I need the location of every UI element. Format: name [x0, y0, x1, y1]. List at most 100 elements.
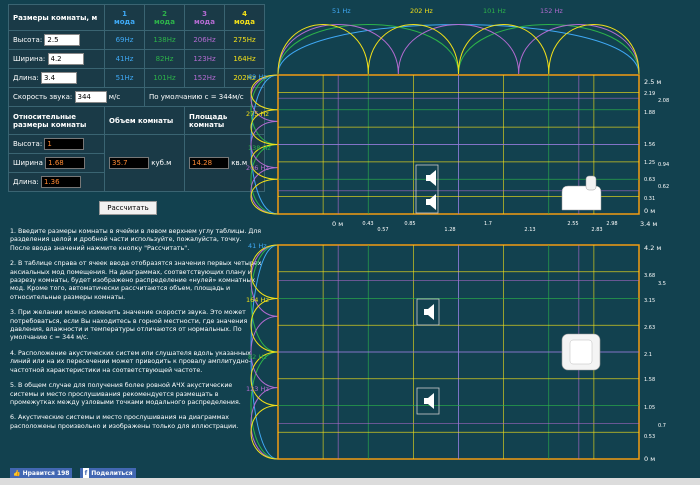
instruction-4: 4. Расположение акустических систем или …: [10, 349, 251, 374]
like-button[interactable]: 👍 Нравится 198: [10, 468, 73, 479]
y-end-label: 2.5 м: [644, 78, 661, 86]
mode-value: 82Hz: [144, 49, 185, 69]
y-tick-label: 1.58: [644, 377, 655, 383]
mode-arch: [277, 24, 640, 75]
x-tick-label: 1.7: [484, 221, 492, 227]
height-label: Высота:: [13, 36, 43, 44]
mode-value: 101Hz: [144, 68, 185, 88]
area-output: [189, 157, 229, 169]
calculate-button[interactable]: Рассчитать: [99, 201, 157, 215]
top-frequency-label: 152 Hz: [540, 7, 563, 15]
x-end-label: 3.4 м: [640, 220, 657, 228]
y-tick-label: 0.94: [658, 162, 669, 168]
speaker-icon: [426, 194, 436, 210]
mode-value: 275Hz: [224, 30, 265, 50]
speed-row: Скорость звука: м/с: [8, 87, 145, 107]
instruction-5: 5. В общем случае для получения более ро…: [10, 382, 241, 406]
speaker-outline: [416, 387, 440, 415]
x-tick-label: 2.98: [606, 221, 617, 227]
y-tick-label: 3.5: [658, 281, 666, 287]
y-tick-label: 3.15: [644, 298, 655, 304]
share-label: Поделиться: [91, 470, 133, 477]
x-tick-label: 1.28: [444, 227, 455, 233]
side-frequency-label: 69 Hz: [248, 73, 267, 81]
mode-side-curve-top: [250, 74, 279, 215]
mode-value: 69Hz: [104, 30, 145, 50]
instruction-1: 1. Введите размеры комнаты в ячейки в ле…: [10, 228, 262, 252]
y-tick-label: 1.88: [644, 110, 655, 116]
mode-arch: [277, 24, 640, 75]
mode-value: 164Hz: [224, 49, 265, 69]
height-row-label: Высота:: [8, 30, 105, 50]
area-unit: кв.м: [231, 159, 248, 167]
side-frequency-label: 41 Hz: [248, 242, 267, 250]
speaker-icon: [426, 170, 436, 186]
side-frequency-label: 138 Hz: [248, 144, 271, 152]
mode-value: 138Hz: [144, 30, 185, 50]
height-input[interactable]: [44, 34, 81, 46]
rel-height-label: Высота:: [13, 140, 43, 148]
speaker-icon: [424, 393, 434, 409]
y-tick-label: 2.63: [644, 325, 655, 331]
x-tick-label: 2.55: [567, 221, 578, 227]
facebook-icon: f: [82, 468, 90, 479]
width-row-label: Ширина:: [8, 49, 105, 69]
y-tick-label: 0.31: [644, 196, 655, 202]
mode-arch: [277, 24, 640, 75]
speed-input[interactable]: [74, 91, 107, 103]
side-frequency-label: 82 Hz: [248, 353, 267, 361]
y-tick-label: 1.05: [644, 405, 655, 411]
rel-length-label: Длина:: [13, 178, 39, 186]
dims-title: Размеры комнаты, м: [8, 4, 105, 31]
length-row-label: Длина:: [8, 68, 105, 88]
y-tick-label: 2.1: [644, 352, 652, 358]
rel-width-output: [45, 157, 86, 169]
like-count: 198: [56, 470, 70, 477]
speaker-outline: [415, 164, 439, 214]
volume-title: Объем комнаты: [104, 106, 185, 135]
volume-unit: куб.м: [151, 159, 172, 167]
x-tick-label: 2.13: [524, 227, 535, 233]
armchair-icon: [569, 339, 593, 365]
width-label: Ширина:: [13, 55, 46, 63]
side-frequency-label: 206 Hz: [246, 164, 269, 172]
x-tick-label: 0.57: [377, 227, 388, 233]
speaker-outline: [416, 298, 440, 326]
y-tick-label: 0.53: [644, 434, 655, 440]
mode-side-curve-top: [250, 74, 279, 215]
x-tick-label: 0.43: [362, 221, 373, 227]
length-label: Длина:: [13, 74, 39, 82]
mode-header-num: 3: [202, 9, 207, 18]
mode-header-num: 2: [162, 9, 167, 18]
social-buttons: 👍 Нравится 198 f Поделиться: [10, 460, 138, 479]
y-tick-label: 2.08: [658, 98, 669, 104]
top-frequency-label: 202 Hz: [410, 7, 433, 15]
rel-height-row: Высота:: [8, 134, 105, 154]
mode-side-curve-top: [250, 74, 279, 215]
mode-header-num: 4: [242, 9, 247, 18]
y-zero-label: 0 м: [644, 207, 655, 215]
mode-header-word: мода: [194, 17, 215, 26]
mode-value: 206Hz: [184, 30, 225, 50]
mode-header-num: 1: [122, 9, 127, 18]
armchair-icon: [585, 175, 597, 191]
y-tick-label: 2.19: [644, 91, 655, 97]
share-button[interactable]: f Поделиться: [79, 468, 136, 479]
length-input[interactable]: [40, 72, 77, 84]
speed-unit: м/с: [108, 93, 121, 101]
rel-length-row: Длина:: [8, 172, 105, 192]
speed-label: Скорость звука:: [13, 93, 73, 101]
width-input[interactable]: [47, 53, 84, 65]
x-zero-label: 0 м: [332, 220, 343, 228]
mode-header-word: мода: [154, 17, 175, 26]
instruction-3: 3. При желании можно изменить значение с…: [10, 309, 248, 342]
side-frequency-label: 123 Hz: [246, 385, 269, 393]
top-frequency-label: 101 Hz: [483, 7, 506, 15]
instructions: 1. Введите размеры комнаты в ячейки в ле…: [10, 228, 262, 438]
mode-value: 51Hz: [104, 68, 145, 88]
y-tick-label: 1.56: [644, 142, 655, 148]
